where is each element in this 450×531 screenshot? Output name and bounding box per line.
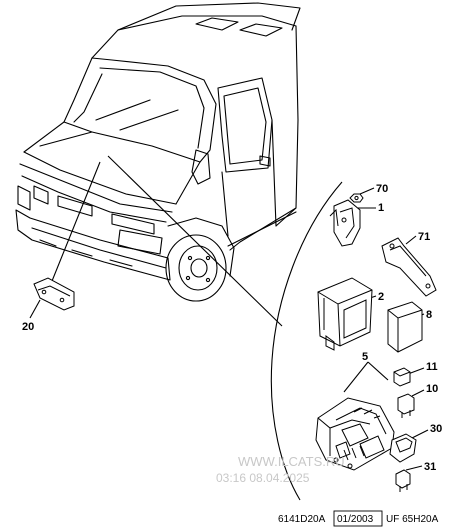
callout-11: 11 <box>426 361 438 373</box>
zoom-arc <box>270 181 343 501</box>
drawing-code: 6141D20A <box>278 514 326 525</box>
callout-10: 10 <box>426 383 438 395</box>
callout-30: 30 <box>430 423 442 435</box>
callout-5: 5 <box>362 351 368 363</box>
callout-70: 70 <box>376 183 388 195</box>
callout-8: 8 <box>426 309 432 321</box>
van-illustration <box>15 2 301 302</box>
part-71-bracket <box>381 237 437 297</box>
part-10-fuse <box>397 393 415 418</box>
part-8-module <box>387 301 423 353</box>
part-2-ecu <box>317 277 373 351</box>
zoom-leader <box>107 155 283 327</box>
part-1-bracket <box>329 199 361 247</box>
part-31-fuse <box>395 469 411 492</box>
callout-1: 1 <box>378 202 384 214</box>
bracket-leader <box>49 161 101 287</box>
callout-31: 31 <box>424 461 436 473</box>
part-20-bracket <box>33 277 75 311</box>
watermark-site: WWW.ILCATS.RU <box>238 454 345 469</box>
date-code: 01/2003 <box>337 514 374 525</box>
part-5-fusebox <box>315 397 395 471</box>
ref-code: UF 65H20A <box>386 514 439 525</box>
part-30-connector <box>389 433 417 463</box>
part-70-nut <box>349 193 364 203</box>
callout-20: 20 <box>22 321 34 333</box>
callout-2: 2 <box>378 291 384 303</box>
part-11-relay <box>393 367 411 387</box>
callout-lines <box>29 155 429 501</box>
date-code-box <box>333 510 383 527</box>
watermark-stamp: 03:16 08.04.2025 <box>216 471 310 485</box>
callout-71: 71 <box>418 231 430 243</box>
